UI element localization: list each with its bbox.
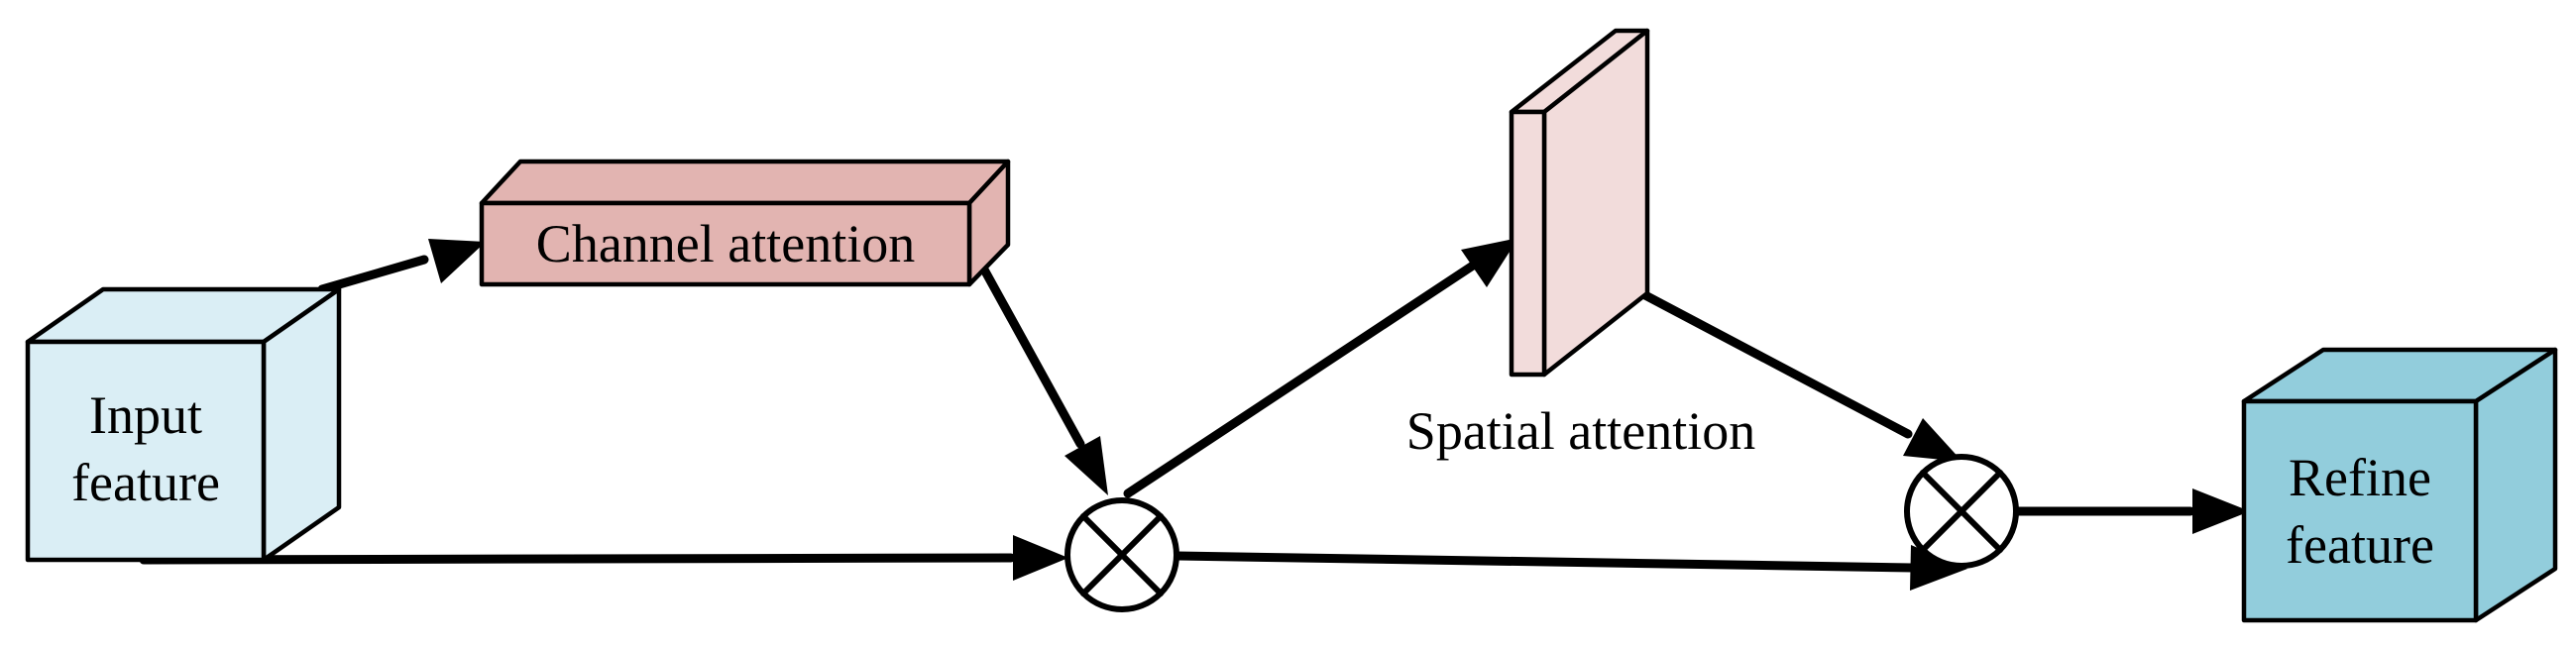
input-feature-label-line1: Input <box>89 385 202 445</box>
edge-spatial-attention-to-multiply-2 <box>1640 290 1962 462</box>
edge-input-to-multiply-1 <box>139 535 1068 581</box>
edge-multiply-1-to-spatial-attention <box>1123 238 1518 498</box>
refine-feature-label-line2: feature <box>2286 515 2434 575</box>
edge-channel-attention-to-multiply-1 <box>979 265 1108 495</box>
spatial-attention-slab: Spatial attention <box>1406 28 1755 461</box>
channel-attention-top-face <box>479 159 1011 206</box>
input-feature-label-line2: feature <box>71 453 220 512</box>
spatial-attention-front-face <box>1509 109 1547 378</box>
refine-feature-cube: Refine feature <box>2241 347 2558 623</box>
input-feature-cube: Input feature <box>25 286 342 563</box>
edge-input-to-channel-attention <box>317 239 486 294</box>
channel-attention-block: Channel attention <box>479 159 1011 287</box>
edges <box>139 238 2250 591</box>
edge-multiply-1-to-multiply-2 <box>1173 545 1967 591</box>
refine-feature-label-line1: Refine <box>2289 448 2431 507</box>
refine-feature-front-face <box>2241 398 2479 623</box>
spatial-attention-label: Spatial attention <box>1406 401 1755 461</box>
channel-attention-front-face <box>479 200 972 287</box>
element-wise-multiply-icon <box>1064 497 1179 612</box>
element-wise-multiply-icon <box>1904 454 2019 569</box>
edge-multiply-2-to-refine-feature <box>2012 488 2250 534</box>
input-feature-front-face <box>25 339 267 563</box>
channel-attention-label: Channel attention <box>536 214 915 273</box>
